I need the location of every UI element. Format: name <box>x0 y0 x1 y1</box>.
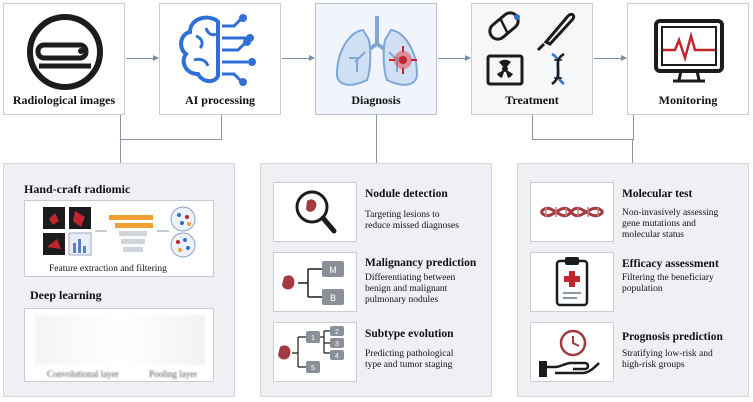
stage-label: Diagnosis <box>351 93 401 107</box>
monitor-icon <box>654 19 724 83</box>
handcraft-caption: Feature extraction and filtering <box>49 264 167 274</box>
radiation-machine-icon <box>486 54 524 86</box>
malignant-node-label: M <box>329 265 337 275</box>
dna-icon <box>551 52 565 86</box>
flow-arrow <box>282 55 315 61</box>
flow-arrow <box>126 55 159 61</box>
molecular-test-title: Molecular test <box>622 188 693 200</box>
subtype-node-label: 4 <box>335 353 339 360</box>
dna-icon <box>539 206 605 218</box>
connector-ai-to-left-panel <box>120 115 222 140</box>
nodule-detection-desc: Targeting lesions to reduce missed diagn… <box>365 210 459 231</box>
connector-diagnosis-stem <box>376 115 377 163</box>
malignancy-prediction-title: Malignancy prediction <box>365 257 477 269</box>
subtype-tree-icon: 1 2 3 4 5 <box>278 326 344 373</box>
magnifier-nodule-icon <box>295 190 337 234</box>
subtype-node-label: 2 <box>335 329 339 336</box>
nodule-detection-figure <box>273 182 357 242</box>
stage-radiological-images: Radiological images <box>3 3 125 115</box>
blurred-network-image <box>35 315 205 365</box>
flow-arrow <box>594 55 627 61</box>
lungs-icon <box>335 16 419 86</box>
clipboard-medical-icon <box>555 257 589 307</box>
stage-diagnosis: Diagnosis <box>315 3 437 115</box>
nodule-detection-title: Nodule detection <box>365 188 448 200</box>
subtype-evolution-figure: 1 2 3 4 5 <box>273 322 357 382</box>
flow-arrow <box>438 55 471 61</box>
scanner-icon <box>27 14 103 90</box>
efficacy-assessment-figure <box>530 252 614 312</box>
clock-hand-icon <box>539 329 600 377</box>
handcraft-radiomic-figure: Feature extraction and filtering <box>24 200 214 277</box>
prognosis-prediction-figure <box>530 322 614 382</box>
stage-ai-processing: AI processing <box>159 3 281 115</box>
prognosis-prediction-desc: Stratifying low-risk and high-risk group… <box>622 349 713 370</box>
prognosis-prediction-title: Prognosis prediction <box>622 331 723 343</box>
efficacy-assessment-title: Efficacy assessment <box>622 258 719 270</box>
stage-treatment: Treatment <box>471 3 593 115</box>
pill-icon <box>488 11 520 41</box>
scalpel-icon <box>536 12 576 52</box>
stage-monitoring: Monitoring <box>627 3 749 115</box>
benign-node-label: B <box>330 293 336 303</box>
pooling-layer-caption: Pooling layer <box>149 369 198 379</box>
stage-label: AI processing <box>184 93 256 107</box>
malignancy-prediction-figure: M B <box>273 252 357 312</box>
handcraft-radiomic-title: Hand-craft radiomic <box>24 182 131 196</box>
subtype-node-label: 1 <box>311 335 315 342</box>
stage-label: Treatment <box>505 93 559 107</box>
connector-ai-stem <box>120 139 121 163</box>
stage-label: Monitoring <box>658 93 718 107</box>
subtype-node-label: 3 <box>335 341 339 348</box>
subtype-evolution-desc: Predicting pathological type and tumor s… <box>365 349 454 370</box>
subtype-node-label: 5 <box>311 365 315 372</box>
radiomic-pipeline-icon <box>43 206 196 258</box>
stage-label: Radiological images <box>12 93 116 107</box>
malignancy-prediction-desc: Differentiating between benign and malig… <box>365 273 456 305</box>
brain-network-icon <box>179 14 256 86</box>
panel-diagnosis-tasks: Nodule detection Targeting lesions to re… <box>260 163 492 397</box>
molecular-test-desc: Non-invasively assessing gene mutations … <box>622 208 719 240</box>
deep-learning-title: Deep learning <box>30 288 102 302</box>
convolutional-layer-caption: Convolutional layer <box>47 369 119 379</box>
deep-learning-figure: Convolutional layer Pooling layer <box>24 308 214 382</box>
benign-malignant-tree-icon: M B <box>282 261 344 305</box>
treatment-icons <box>486 11 576 86</box>
molecular-test-figure <box>530 182 614 242</box>
connector-treatment-to-right-panel <box>532 115 634 140</box>
connector-treatment-stem <box>632 139 633 163</box>
efficacy-assessment-desc: Filtering the beneficiary population <box>622 273 714 294</box>
panel-ai-methods: Hand-craft radiomic <box>3 163 235 397</box>
panel-treatment-tasks: Molecular test Non-invasively assessing … <box>517 163 749 397</box>
subtype-evolution-title: Subtype evolution <box>365 328 454 340</box>
